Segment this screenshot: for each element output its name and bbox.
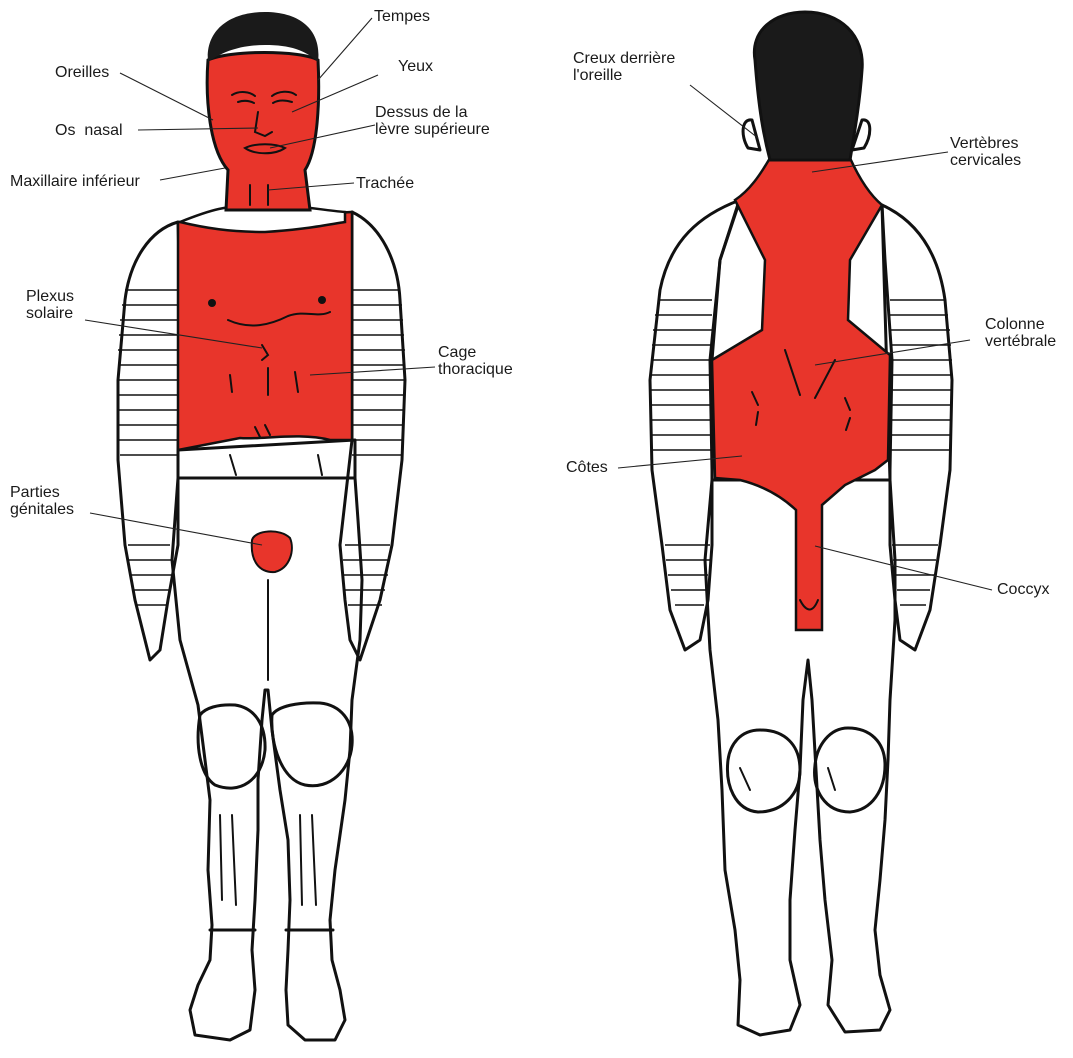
back-knee-right (815, 728, 885, 812)
label-genitales: Parties génitales (10, 484, 74, 518)
label-creux: Creux derrière l'oreille (573, 50, 675, 84)
label-os-nasal: Os nasal (55, 122, 123, 139)
label-cage: Cage thoracique (438, 344, 513, 378)
front-knee-right (272, 703, 352, 786)
label-trachee: Trachée (356, 175, 414, 192)
back-head (754, 12, 862, 160)
front-torso-target (178, 212, 352, 450)
label-yeux: Yeux (398, 58, 433, 75)
back-spine-target (712, 158, 890, 630)
label-oreilles: Oreilles (55, 64, 109, 81)
label-maxillaire: Maxillaire inférieur (10, 173, 140, 190)
label-tempes: Tempes (374, 8, 430, 25)
front-head-target (207, 53, 318, 211)
front-arm-left (118, 222, 180, 660)
back-arm-right (882, 205, 952, 650)
label-cotes: Côtes (566, 459, 608, 476)
label-coccyx: Coccyx (997, 581, 1049, 598)
front-genital-target (252, 531, 292, 572)
back-knee-left (727, 730, 800, 812)
label-vertebres: Vertèbres cervicales (950, 135, 1021, 169)
back-figure (650, 12, 952, 1035)
label-plexus: Plexus solaire (26, 288, 74, 322)
label-colonne: Colonne vertébrale (985, 316, 1056, 350)
label-dessus-levre: Dessus de la lèvre supérieure (375, 104, 490, 138)
